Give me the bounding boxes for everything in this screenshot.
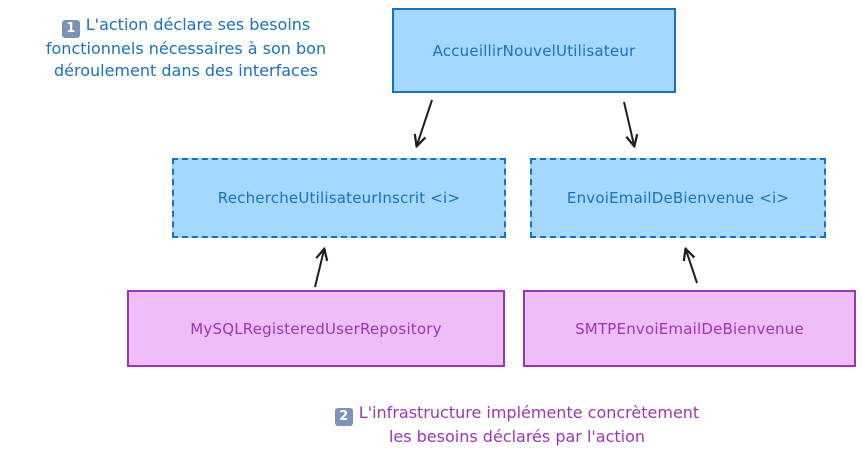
arrow-mysql-to-search xyxy=(314,250,324,288)
impl-smtp-box[interactable]: SMTPEnvoiEmailDeBienvenue xyxy=(523,290,856,367)
interface-search-box[interactable]: RechercheUtilisateurInscrit <i> xyxy=(172,158,506,238)
impl-mysql-label: MySQLRegisteredUserRepository xyxy=(190,319,442,338)
action-box-label: AccueillirNouvelUtilisateur xyxy=(432,41,636,60)
interface-search-label: RechercheUtilisateurInscrit <i> xyxy=(217,189,461,207)
action-box[interactable]: AccueillirNouvelUtilisateur xyxy=(392,8,676,93)
infra-annotation-line-2: les besoins déclarés par l'action xyxy=(388,427,646,446)
arrow-smtp-to-email xyxy=(686,250,698,284)
interface-email-box[interactable]: EnvoiEmailDeBienvenue <i> xyxy=(530,158,826,238)
action-annotation-line-1: 1 L'action déclare ses besoins xyxy=(10,14,362,38)
impl-mysql-box[interactable]: MySQLRegisteredUserRepository xyxy=(127,290,505,367)
number-badge-2: 2 xyxy=(334,408,353,426)
arrow-action-to-email xyxy=(623,101,634,145)
arrow-action-to-search xyxy=(417,99,433,145)
infra-annotation-text-1: L'infrastructure implémente concrètement xyxy=(358,403,700,422)
action-annotation-line-3: déroulement dans des interfaces xyxy=(53,61,318,80)
action-annotation-text-1: L'action déclare ses besoins xyxy=(85,15,311,34)
action-annotation: 1 L'action déclare ses besoins fonctionne… xyxy=(10,14,362,82)
infra-annotation: 2 L'infrastructure implémente concrètemen… xyxy=(288,402,746,448)
impl-smtp-label: SMTPEnvoiEmailDeBienvenue xyxy=(575,319,804,338)
infra-annotation-line-1: 2 L'infrastructure implémente concrètemen… xyxy=(288,402,746,426)
interface-email-label: EnvoiEmailDeBienvenue <i> xyxy=(566,189,790,207)
number-badge-1: 1 xyxy=(61,20,80,38)
action-annotation-line-2: fonctionnels nécessaires à son bon xyxy=(45,39,327,58)
